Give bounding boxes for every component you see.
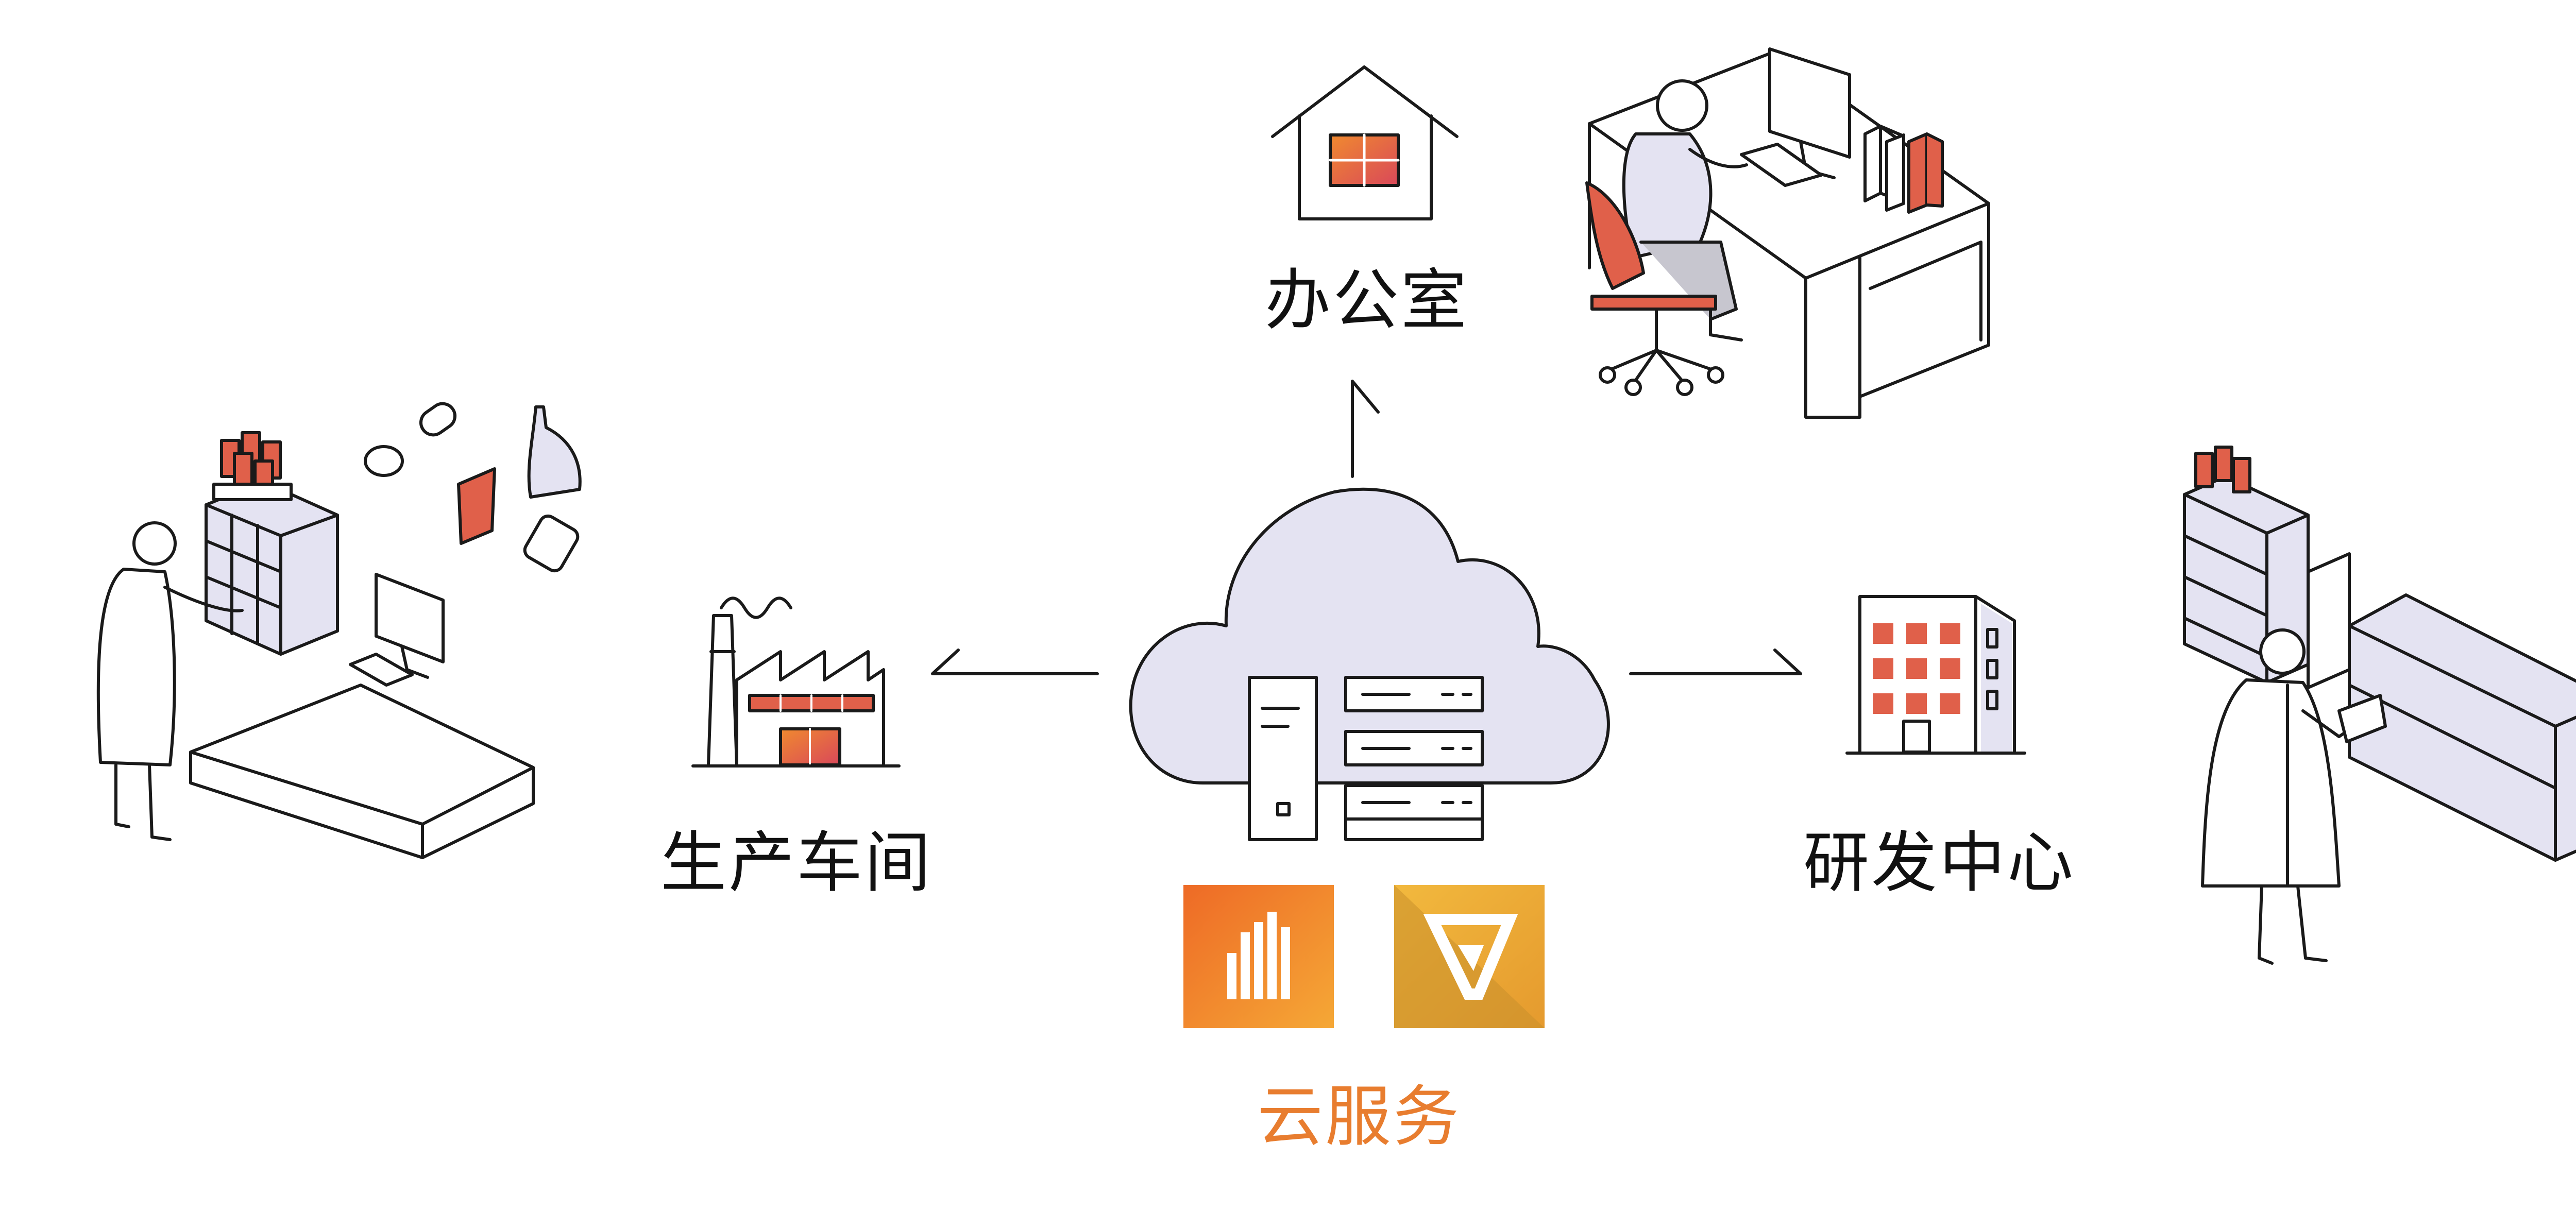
office-label: 办公室 bbox=[1265, 262, 1469, 339]
factory-icon bbox=[691, 596, 901, 767]
v-logo-app-icon bbox=[1394, 885, 1545, 1028]
production-label: 生产车间 bbox=[660, 825, 933, 901]
rnd-label: 研发中心 bbox=[1803, 825, 2076, 901]
cloud-server-icon bbox=[1129, 487, 1610, 841]
office-worker-desk-illustration bbox=[1585, 47, 1990, 419]
arrow-to-office bbox=[1351, 380, 1380, 478]
house-icon bbox=[1271, 65, 1459, 220]
arrow-to-production bbox=[931, 649, 1099, 675]
cloud-service-label: 云服务 bbox=[1257, 1079, 1462, 1155]
office-building-icon bbox=[1845, 595, 2026, 755]
arrow-to-rnd bbox=[1629, 649, 1802, 675]
rnd-scientist-illustration bbox=[2183, 446, 2576, 965]
bar-chart-app-icon bbox=[1183, 885, 1334, 1028]
production-worker-illustration bbox=[96, 402, 582, 859]
